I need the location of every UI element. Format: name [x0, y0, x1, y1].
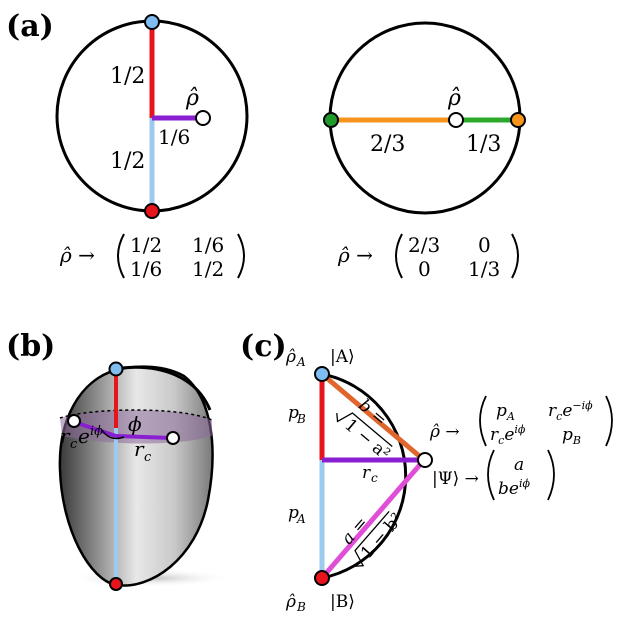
top-pole-dot — [108, 361, 124, 377]
state-label: ρ̂ — [447, 86, 461, 111]
matrix-left-paren — [117, 233, 125, 279]
density-matrix-left: ρ̂ → 1/2 1/6 1/6 1/2 — [59, 233, 245, 281]
top-state-label: ρ̂ — [285, 347, 296, 367]
top-state-sub: A — [296, 355, 306, 369]
rho-lhs: ρ̂ → — [429, 422, 460, 442]
psi-lhs: |Ψ⟩ → — [432, 469, 479, 489]
rc-sub: c — [371, 471, 378, 485]
left-radius-label-exp: e — [78, 424, 90, 448]
orange-chord — [320, 372, 426, 462]
angle-arc — [101, 429, 125, 440]
rho-cell-rc-plus: rceiϕ — [490, 423, 526, 447]
left-radius-label-exp-sup: iϕ — [90, 424, 103, 439]
right-radius-label-main: r — [134, 437, 145, 461]
right-pole-dot — [510, 112, 526, 128]
right-radius-label-sub: c — [144, 450, 152, 465]
sphere-rim — [121, 365, 212, 411]
half-bloch-disk: ρ̂ A |A⟩ ρ̂ B |B⟩ p B p A r c b = 1 − a²… — [285, 347, 433, 614]
matrix-cell: 1/3 — [468, 257, 500, 281]
a-sqrt-body: 1 − b² — [357, 509, 407, 563]
matrix-cell: 1/6 — [192, 233, 224, 257]
panel-label-a: (a) — [6, 9, 54, 44]
panel-label-b: (b) — [6, 329, 55, 364]
matrix-lhs: ρ̂ → — [59, 243, 95, 267]
rho-matrix-c: ρ̂ → pA rce−iϕ rceiϕ pB — [429, 395, 613, 447]
bottom-pole-dot — [314, 570, 330, 586]
p-top-sub: B — [296, 412, 306, 426]
rho-cell-pB: pB — [562, 425, 581, 447]
bottom-state-sub: B — [296, 600, 306, 614]
bottom-ket: |B⟩ — [330, 592, 355, 612]
matrix-left-paren — [479, 395, 487, 447]
psi-cell-a: a — [514, 455, 524, 475]
matrix-right-paren — [605, 395, 613, 447]
matrix-right-paren — [237, 233, 245, 279]
matrix-cell: 2/3 — [408, 233, 440, 257]
matrix-cell: 0 — [418, 257, 431, 281]
bottom-pole-dot — [144, 203, 160, 219]
angle-label: ϕ — [128, 412, 142, 436]
panel-label-c: (c) — [240, 329, 287, 364]
sqrt-sign — [336, 412, 393, 447]
state-label: ρ̂ — [185, 86, 199, 111]
b-sqrt-body: 1 − a² — [340, 415, 393, 464]
right-radius — [115, 434, 173, 440]
matrix-cell: 1/6 — [130, 257, 162, 281]
magenta-chord — [320, 458, 426, 580]
bloch-circle-left: 1/2 1/2 1/6 ρ̂ — [55, 14, 249, 219]
matrix-cell: 1/2 — [192, 257, 224, 281]
state-dot — [448, 112, 464, 128]
top-segment-label: 1/2 — [110, 64, 145, 89]
left-segment-label: 2/3 — [370, 132, 405, 157]
p-bottom-label: p — [288, 503, 299, 523]
state-dot — [417, 452, 433, 468]
p-top-label: p — [288, 403, 299, 423]
bottom-segment-label: 1/2 — [110, 149, 145, 174]
vector-right-paren — [547, 449, 555, 501]
matrix-cell: 0 — [478, 233, 491, 257]
matrix-lhs: ρ̂ → — [337, 243, 373, 267]
b-relation: b = 1 − a² — [336, 395, 394, 464]
psi-vector-c: |Ψ⟩ → a beiϕ — [432, 449, 555, 501]
matrix-right-paren — [511, 233, 519, 279]
left-radius-label-sub: c — [70, 437, 78, 452]
matrix-left-paren — [395, 233, 403, 279]
state-dot — [195, 110, 211, 126]
left-radius — [73, 420, 117, 438]
offset-segment-label: 1/6 — [158, 125, 190, 149]
p-bottom-sub: A — [296, 512, 306, 526]
rho-cell-rc-minus: rce−iϕ — [548, 399, 593, 423]
density-matrix-right: ρ̂ → 2/3 0 0 1/3 — [337, 233, 519, 281]
bottom-pole-dot — [109, 577, 123, 591]
rc-label: r — [362, 463, 371, 483]
bottom-state-label: ρ̂ — [285, 592, 296, 612]
psi-cell-b: beiϕ — [498, 477, 530, 499]
state-dot-right — [166, 431, 180, 445]
bloch-sphere-3d: ϕ r c e iϕ r c — [58, 361, 232, 591]
sqrt-sign — [354, 510, 390, 567]
bloch-circle-right: 2/3 1/3 ρ̂ — [323, 21, 526, 215]
right-segment-label: 1/3 — [466, 132, 501, 157]
top-ket: |A⟩ — [330, 347, 355, 367]
left-radius-label-main: r — [60, 424, 71, 448]
sphere-body — [58, 365, 214, 587]
matrix-cell: 1/2 — [130, 233, 162, 257]
state-dot-left — [67, 414, 81, 428]
left-pole-dot — [323, 112, 339, 128]
rho-cell-pA: pA — [496, 401, 515, 423]
vector-left-paren — [487, 449, 495, 501]
top-pole-dot — [314, 366, 330, 382]
a-relation: a = 1 − b² — [338, 509, 407, 567]
top-pole-dot — [144, 14, 160, 30]
